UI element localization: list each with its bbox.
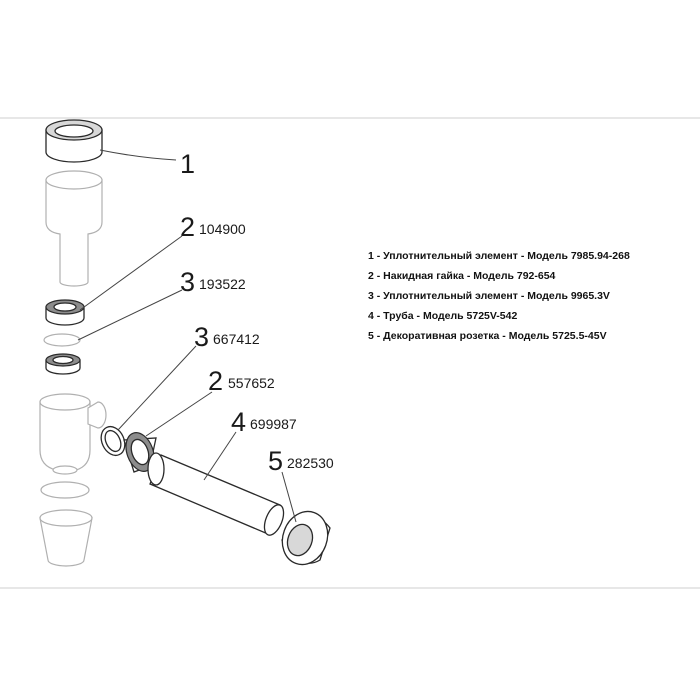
upper-tailpiece (45, 170, 103, 287)
trap-body (39, 393, 107, 475)
part-1-seal-ring (45, 119, 103, 163)
leader-3-side (117, 345, 197, 431)
part-4-pipe (147, 452, 285, 536)
legend-item: 3 - Уплотнительный элемент - Модель 9965… (368, 290, 610, 302)
legend-item: 5 - Декоративная розетка - Модель 5725.5… (368, 330, 607, 342)
part-2-nut-side (123, 432, 157, 473)
callout-number: 2 (180, 212, 195, 242)
legend-item: 1 - Уплотнительный элемент - Модель 7985… (368, 250, 630, 262)
callout-code: 104900 (199, 221, 246, 237)
part-3-washer-side (100, 425, 126, 457)
part-5-rosette (281, 510, 331, 566)
seal-ring-small (45, 353, 81, 375)
bottom-cup (39, 509, 93, 567)
callout-number: 5 (268, 446, 283, 476)
leader-2-side (145, 391, 213, 437)
part-2-nut-upper (45, 299, 85, 326)
callout-code: 282530 (287, 455, 334, 471)
leader-1 (99, 149, 177, 161)
leader-2-upper (79, 235, 183, 311)
callout-number: 3 (194, 322, 209, 352)
leader-3-upper (77, 289, 183, 341)
part-3-washer-upper (43, 333, 81, 347)
callout-code: 557652 (228, 375, 275, 391)
callout-number: 4 (231, 407, 246, 437)
parts-legend: 1 - Уплотнительный элемент - Модель 7985… (368, 246, 630, 346)
leader-5 (281, 471, 297, 523)
callout-number: 2 (208, 366, 223, 396)
callout-code: 667412 (213, 331, 260, 347)
callout-number: 1 (180, 149, 195, 179)
callout-code: 193522 (199, 276, 246, 292)
callout-number: 3 (180, 267, 195, 297)
leader-4 (203, 431, 237, 481)
lower-ring (40, 481, 90, 499)
legend-item: 4 - Труба - Модель 5725V-542 (368, 310, 518, 322)
legend-item: 2 - Накидная гайка - Модель 792-654 (368, 270, 556, 282)
callout-code: 699987 (250, 416, 297, 432)
